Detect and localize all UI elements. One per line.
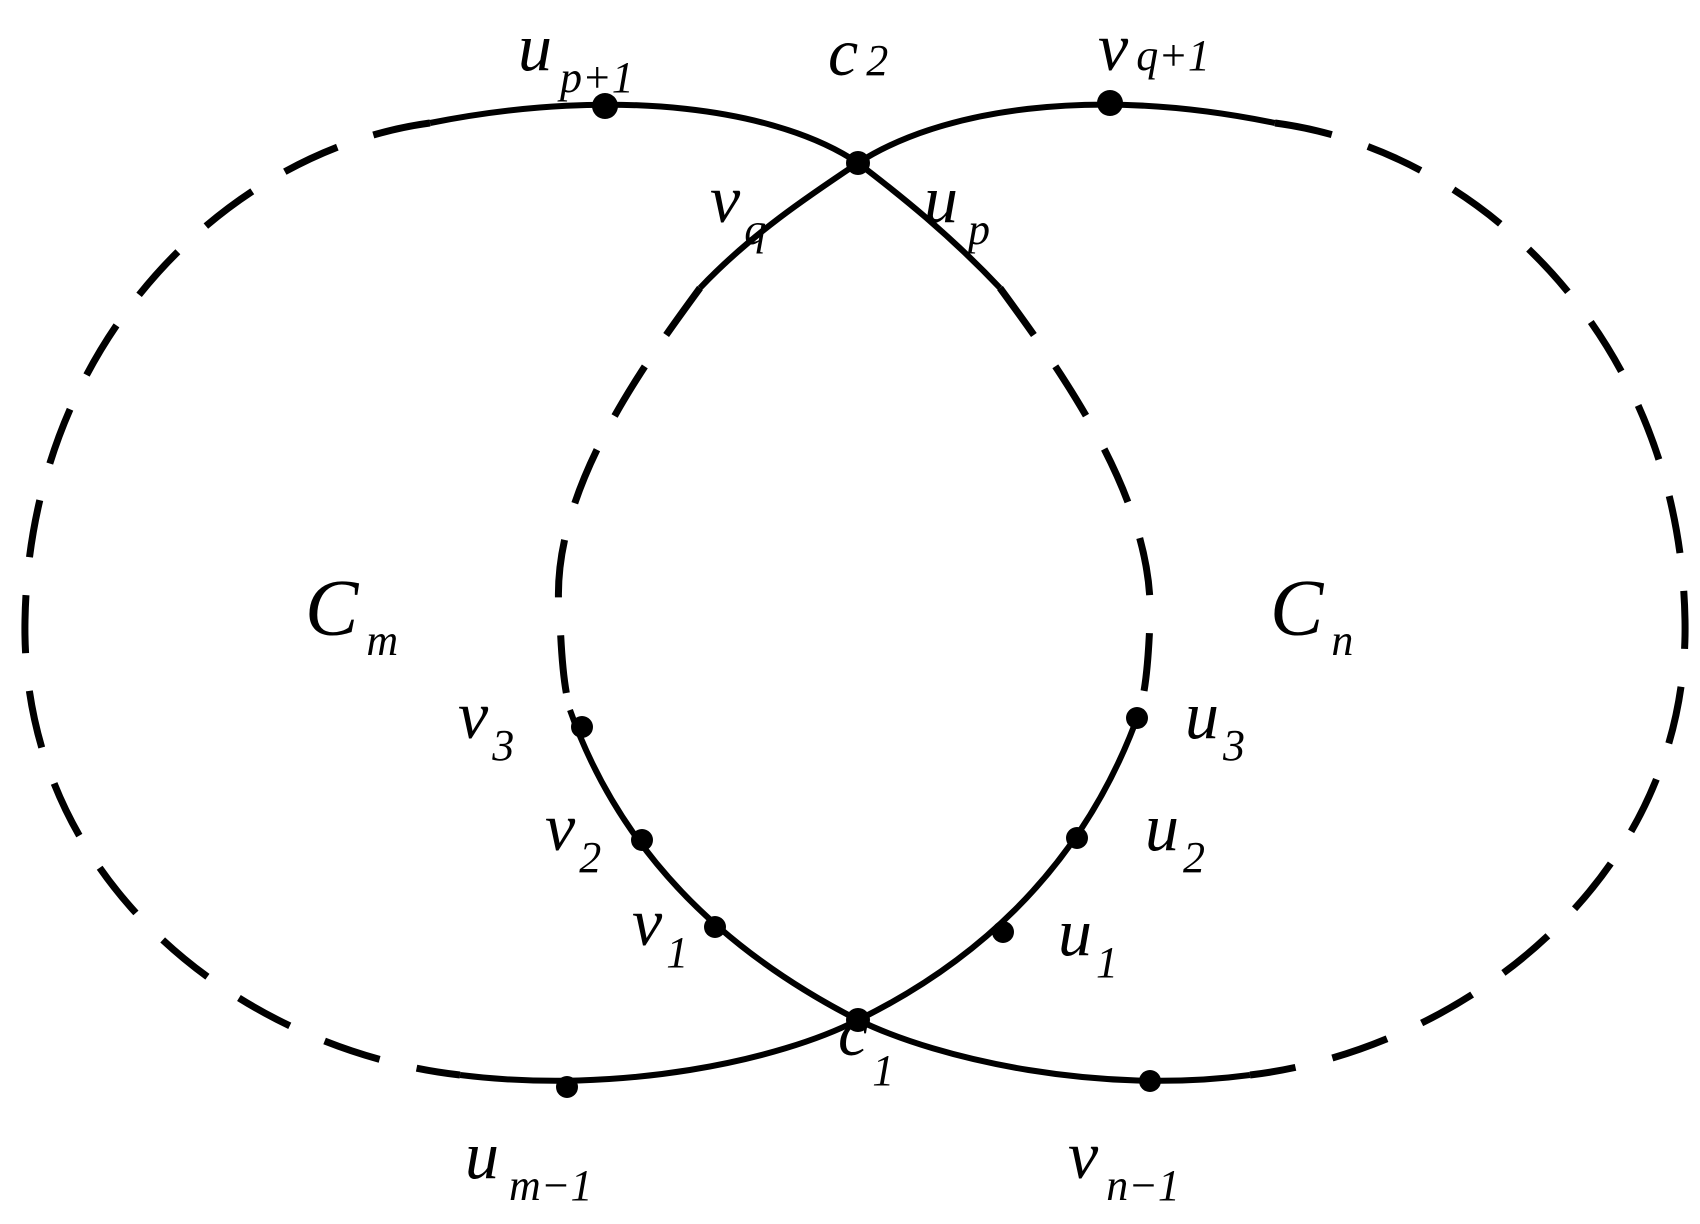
label-v2: v2 xyxy=(545,789,601,882)
vertex-v-q1-dot xyxy=(1097,90,1123,116)
vertex-c1-dot xyxy=(846,1008,870,1032)
vertex-u2-dot xyxy=(1066,827,1088,849)
label-c1: c1 xyxy=(838,994,894,1095)
label-v3: v3 xyxy=(458,677,514,770)
vertex-u-m1-dot xyxy=(556,1076,578,1098)
vertex-u1-dot xyxy=(992,921,1014,943)
label-v-q: vq xyxy=(710,161,766,254)
label-u3: u3 xyxy=(1185,677,1245,770)
cycle-cm-dashed-outer xyxy=(21,119,461,1079)
vertex-v1-dot xyxy=(704,916,726,938)
label-u2: u2 xyxy=(1145,789,1205,882)
vertex-c2-dot xyxy=(846,151,870,175)
cycle-cn-dashed-inner xyxy=(555,285,703,711)
cycle-cm-dashed-inner xyxy=(997,285,1154,711)
vertex-v2-dot xyxy=(631,829,653,851)
label-v1: v1 xyxy=(632,884,688,977)
cycle-cn-solid-bottom xyxy=(567,709,1251,1084)
vertex-v-n1-dot xyxy=(1139,1070,1161,1092)
label-u1: u1 xyxy=(1058,894,1118,987)
cycle-cm-solid-bottom xyxy=(459,709,1143,1084)
cycle-cn-dashed-outer xyxy=(1249,119,1689,1079)
vertex-u3-dot xyxy=(1126,707,1148,729)
cycle-cm-solid-top xyxy=(429,101,1003,291)
vertex-v3-dot xyxy=(571,716,593,738)
vertex-u-p1-dot xyxy=(592,93,618,119)
cycle-cn-solid-top xyxy=(697,101,1276,291)
